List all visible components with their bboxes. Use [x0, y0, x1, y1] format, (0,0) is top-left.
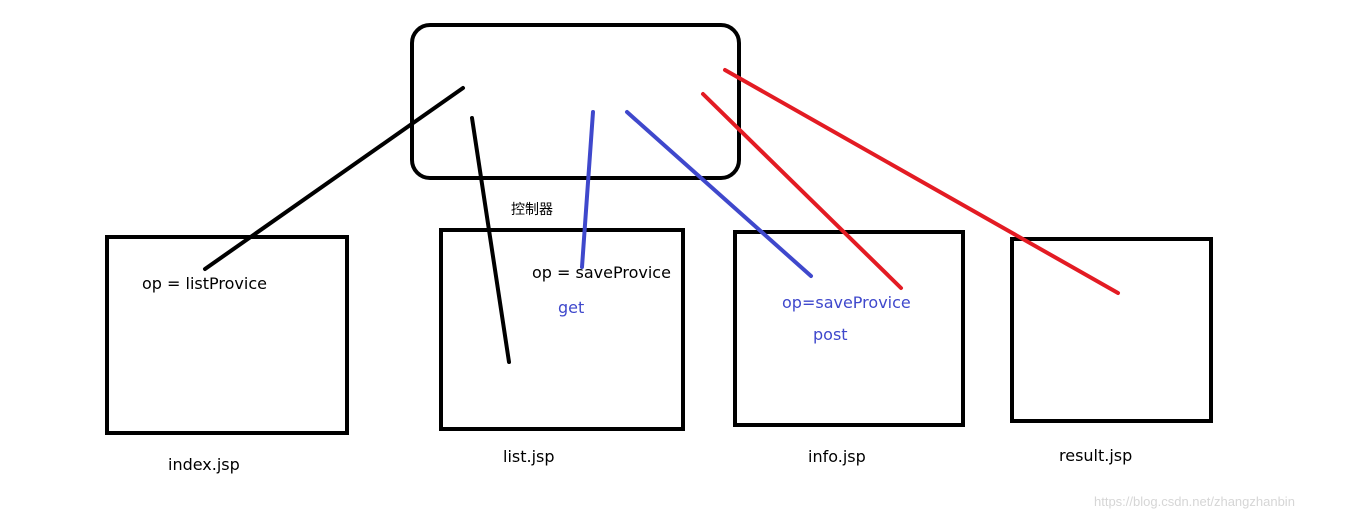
line-info-post-to-controller — [701, 92, 903, 290]
watermark: https://blog.csdn.net/zhangzhanbin — [1094, 494, 1295, 509]
list-op-annotation: op = saveProvice — [532, 263, 671, 282]
info-jsp-box — [733, 230, 965, 427]
info-op-annotation: op=saveProvice — [782, 293, 911, 312]
index-op-annotation: op = listProvice — [142, 274, 267, 293]
result-jsp-box — [1010, 237, 1213, 423]
line-index-to-controller — [203, 86, 465, 271]
list-jsp-box — [439, 228, 685, 431]
info-method-post: post — [813, 325, 848, 344]
line-controller-to-info — [625, 110, 813, 278]
controller-label: 控制器 — [511, 202, 553, 218]
info-jsp-label: info.jsp — [808, 447, 866, 466]
index-jsp-label: index.jsp — [168, 455, 240, 474]
controller-box — [410, 23, 741, 180]
index-jsp-box — [105, 235, 349, 435]
line-controller-to-list — [470, 116, 511, 364]
list-method-get: get — [558, 298, 585, 317]
result-jsp-label: result.jsp — [1059, 446, 1133, 465]
list-jsp-label: list.jsp — [503, 447, 555, 466]
line-controller-to-result — [723, 68, 1120, 295]
line-list-get-to-controller — [580, 110, 595, 269]
